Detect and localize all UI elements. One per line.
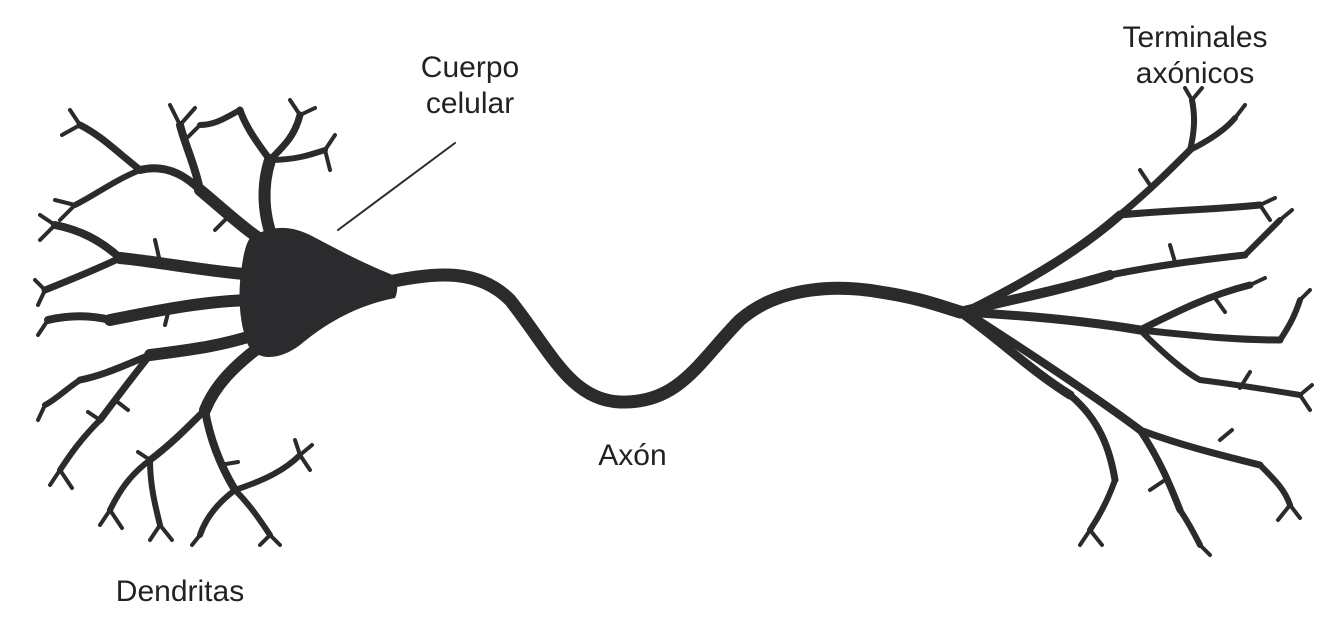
cell-body-label-line-2: celular (425, 87, 515, 120)
dendrites-label: Dendritas (115, 575, 245, 608)
axon-terminals (955, 86, 1314, 557)
axon-terminals-label: Terminales axónicos (1105, 20, 1285, 92)
cell-body-label-line-1: Cuerpo (420, 51, 520, 84)
cell-body (239, 227, 398, 358)
cell-body-leader-line (337, 142, 456, 231)
axon-label: Axón (598, 439, 667, 472)
axon-fiber (373, 268, 967, 409)
axon-terminals-label-line-2: axónicos (1135, 57, 1255, 90)
axon-terminals-label-line-1: Terminales (1122, 21, 1268, 54)
cell-body-label: Cuerpo celular (395, 50, 545, 122)
